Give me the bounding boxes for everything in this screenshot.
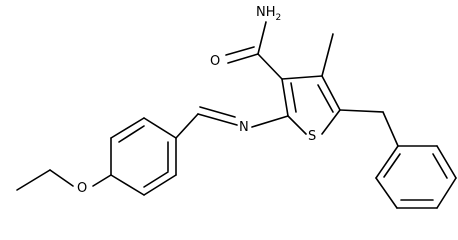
- bond-c5-s: [321, 109, 341, 135]
- bond-ar2-inner-1: [383, 153, 401, 178]
- bond-c3-c4: [281, 75, 323, 80]
- bond-n-ch-double: [199, 106, 236, 118]
- bond-s-c2: [287, 115, 307, 135]
- bond-c2-n: [251, 115, 289, 128]
- bond-ar2-d: [436, 177, 457, 209]
- bond-ar1-inner-2: [143, 171, 169, 188]
- structure-canvas: NH2 O N S O: [16, 5, 457, 209]
- bond-c2-c3: [281, 78, 289, 117]
- bond-n-ch: [197, 113, 238, 126]
- bond-c4-methyl: [321, 33, 334, 77]
- bond-ar2-a: [375, 145, 399, 179]
- chemical-structure: NH2 O N S O: [16, 5, 457, 209]
- bond-ar2-b: [375, 177, 398, 209]
- bond-ch2-ch3: [16, 169, 51, 191]
- bond-ar1-inner-1: [118, 125, 145, 143]
- bond-c2-c3-double: [290, 82, 297, 113]
- bond-ar2-inner-3: [432, 153, 448, 179]
- bond-c3-carbonyl: [257, 53, 283, 80]
- imine-n-label: N: [239, 120, 249, 135]
- amide-nh2-label: NH2: [256, 5, 281, 23]
- bond-ar1-d: [110, 174, 145, 196]
- bond-ch-ring: [175, 113, 199, 139]
- bond-ar2-e: [436, 145, 457, 179]
- bond-c4-c5: [321, 75, 341, 111]
- bond-c5-ch2: [339, 109, 384, 113]
- ether-o-label: O: [77, 181, 87, 196]
- bond-c4-c5-double: [317, 84, 334, 113]
- amide-o-label: O: [210, 54, 220, 69]
- bond-carbonyl-o-2: [225, 46, 255, 56]
- bond-ar1-b: [110, 117, 145, 139]
- bond-carbonyl-o-1: [227, 53, 259, 64]
- bond-carbonyl-n: [257, 21, 267, 55]
- thiophene-s-label: S: [308, 129, 316, 144]
- bond-ar1-e: [143, 174, 177, 196]
- bond-ch2-ph: [382, 111, 399, 147]
- bond-ether-o-ch2: [49, 169, 74, 187]
- bond-ar1-a: [143, 117, 177, 139]
- bond-ring-ether-o: [92, 174, 112, 187]
